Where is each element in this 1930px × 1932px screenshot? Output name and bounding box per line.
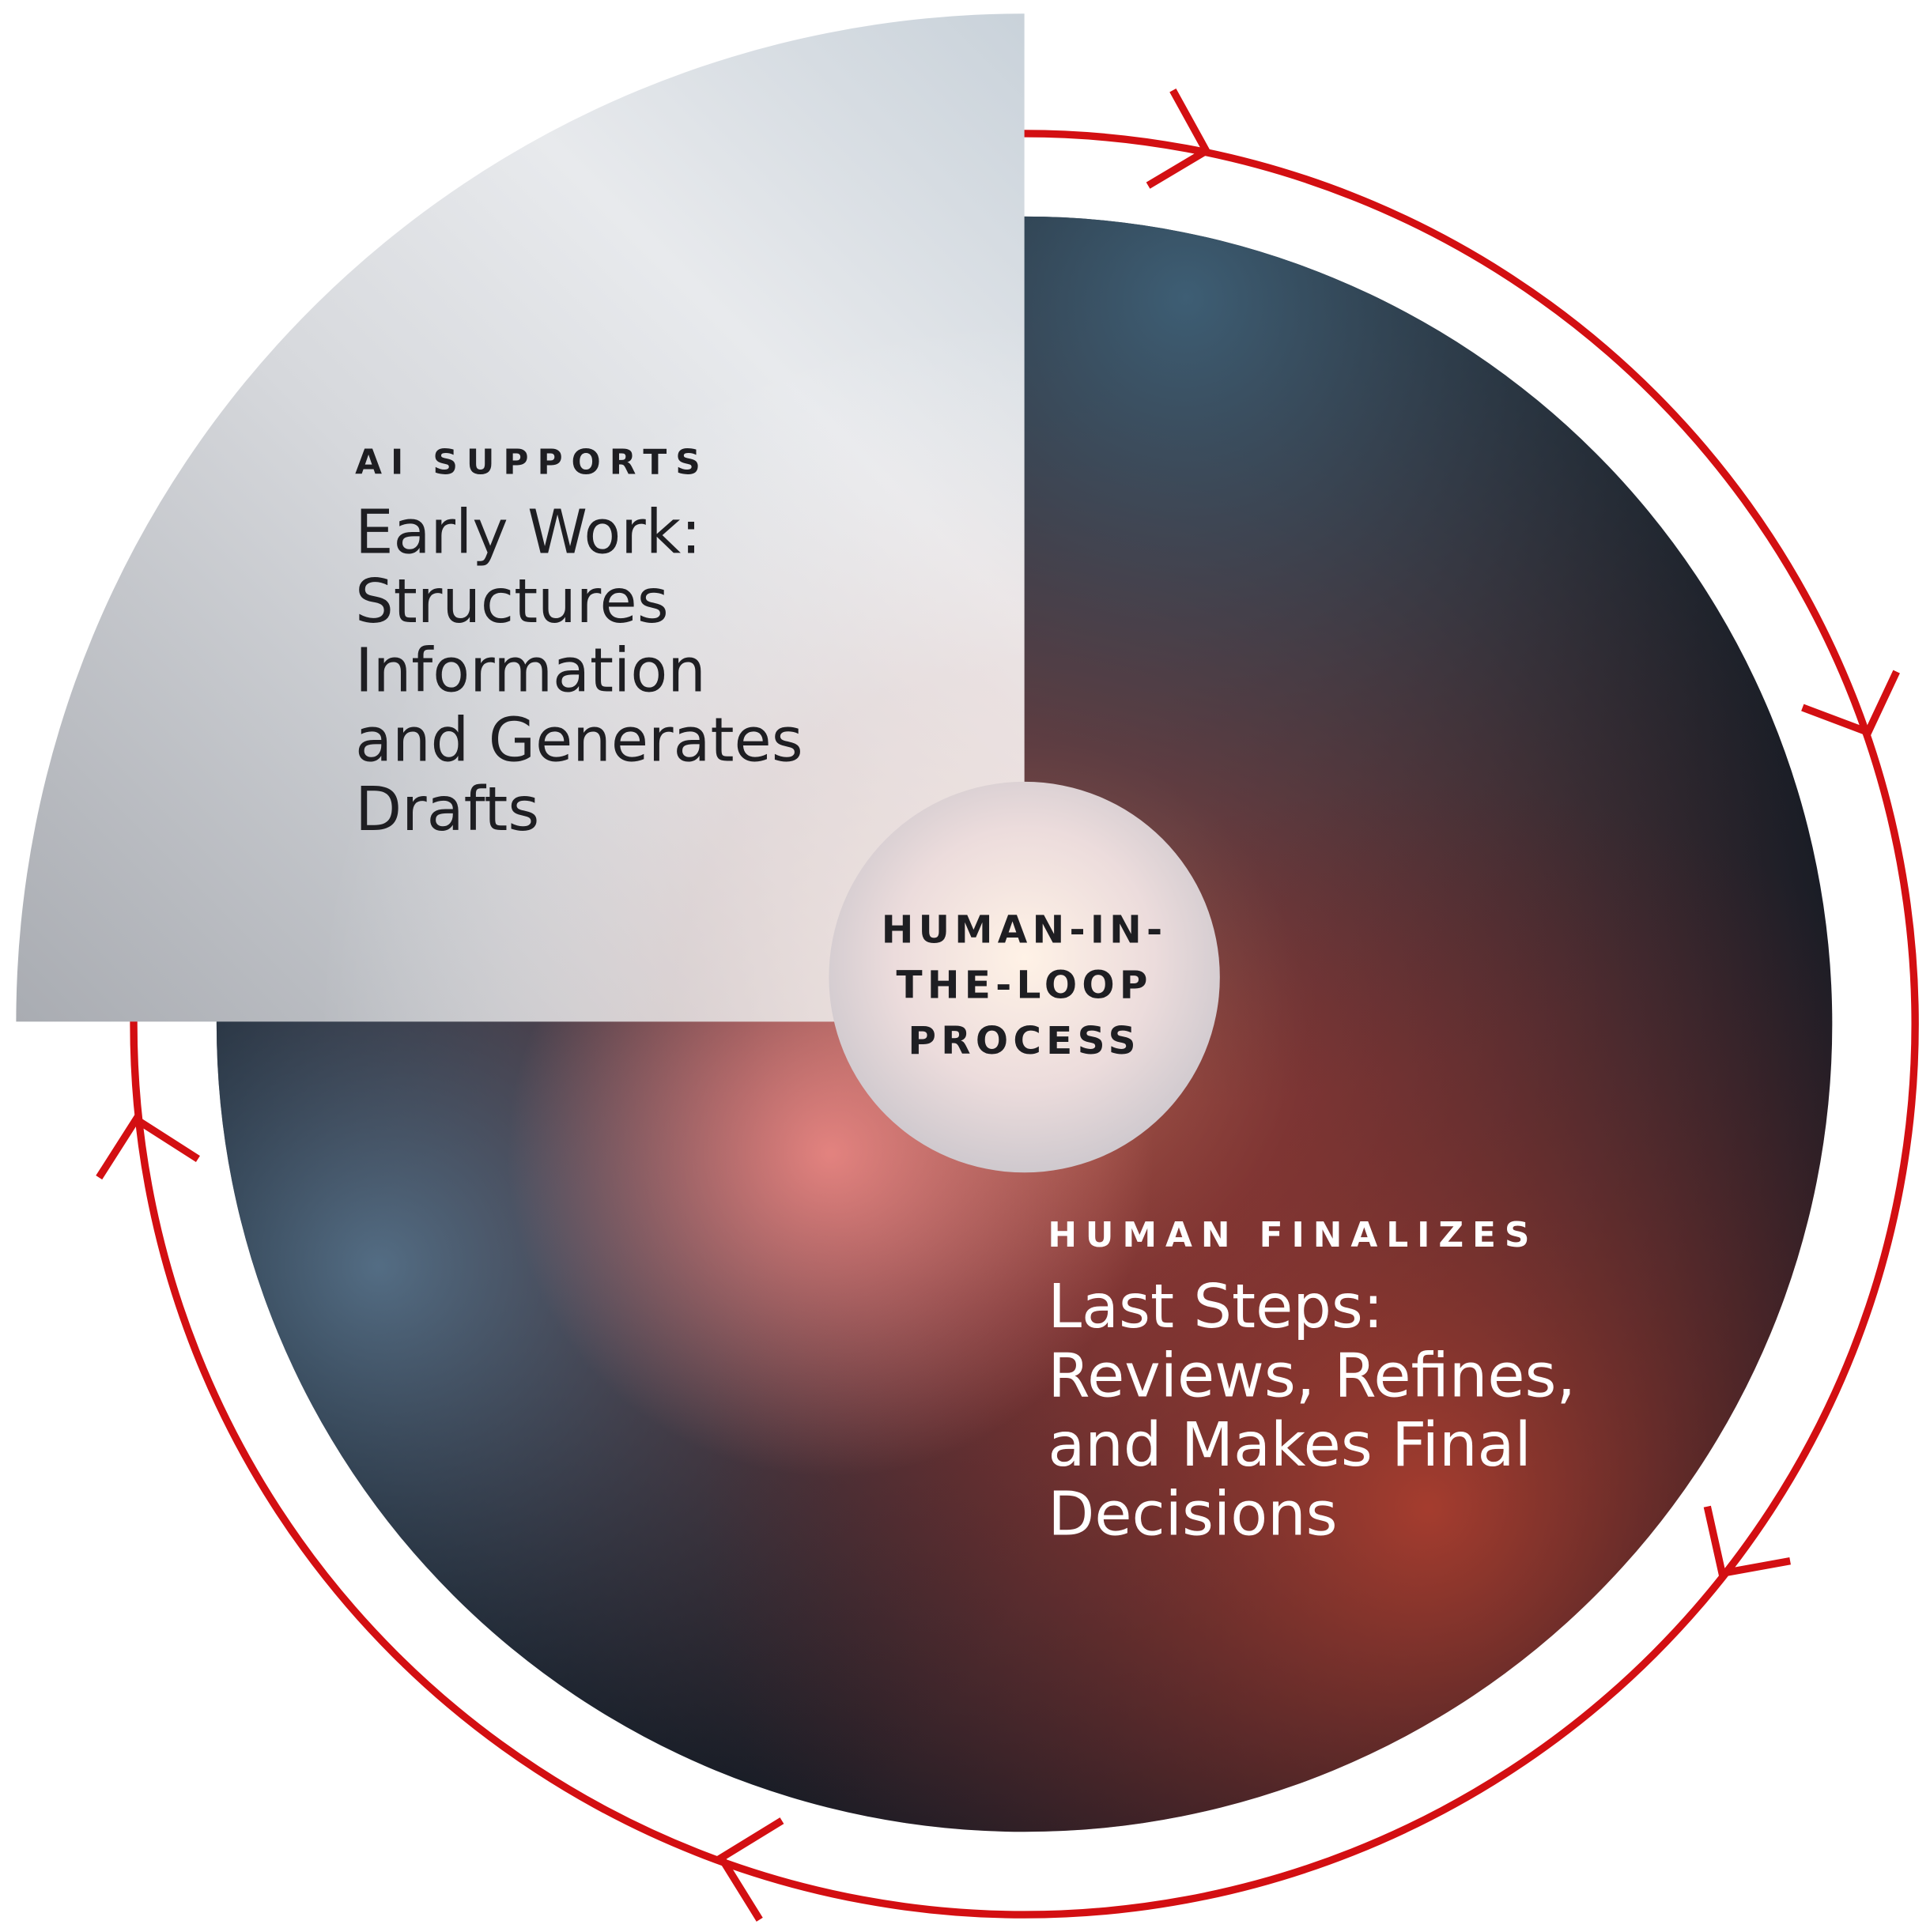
arrow-chevron-icon: [716, 1817, 784, 1922]
svg-text:PROCESS: PROCESS: [908, 1019, 1140, 1063]
svg-text:Early Work:: Early Work:: [355, 497, 701, 568]
svg-text:Structures: Structures: [355, 567, 669, 637]
svg-text:Reviews, Refines,: Reviews, Refines,: [1048, 1341, 1576, 1412]
svg-text:Information: Information: [355, 636, 706, 707]
arrow-chevron-icon: [96, 1114, 200, 1180]
svg-text:Decisions: Decisions: [1048, 1480, 1337, 1550]
arrow-chevron-icon: [1801, 670, 1900, 738]
svg-text:and Makes Final: and Makes Final: [1048, 1410, 1532, 1481]
center-hub: [829, 781, 1220, 1173]
center-label: HUMAN-IN- THE-LOOP PROCESS: [882, 908, 1168, 1063]
arrow-chevron-icon: [1146, 88, 1211, 189]
svg-text:Last Steps:: Last Steps:: [1048, 1272, 1383, 1342]
svg-text:HUMAN-IN-: HUMAN-IN-: [882, 908, 1168, 952]
ai-kicker: AI SUPPORTS: [355, 442, 709, 482]
loop-arrows: [96, 88, 1900, 1922]
svg-text:and Generates: and Generates: [355, 705, 803, 775]
ai-section-wedge: [16, 13, 1025, 1022]
human-kicker: HUMAN FINALIZES: [1048, 1215, 1538, 1255]
ai-section-text: AI SUPPORTS Early Work: Structures Infor…: [355, 442, 803, 845]
arrow-chevron-icon: [1703, 1505, 1791, 1578]
svg-text:Drafts: Drafts: [355, 775, 539, 845]
human-section-text: HUMAN FINALIZES Last Steps: Reviews, Ref…: [1048, 1215, 1576, 1550]
svg-text:THE-LOOP: THE-LOOP: [897, 964, 1153, 1008]
